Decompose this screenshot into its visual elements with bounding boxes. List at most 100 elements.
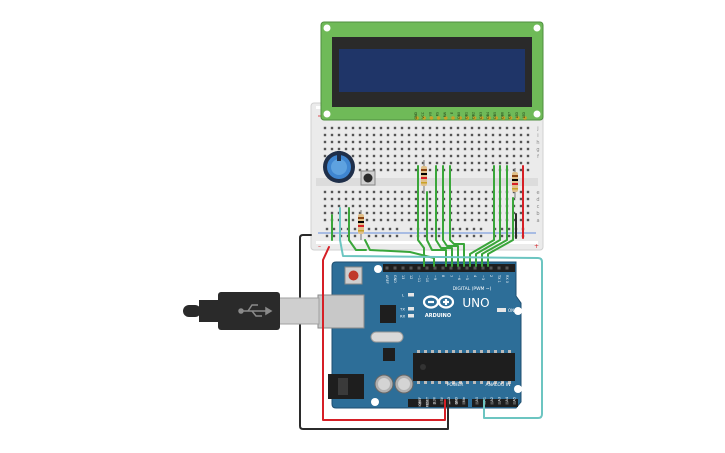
chip-pin [424,350,427,353]
breadboard-hole [456,161,460,165]
lcd-pin-label: DB6 [500,112,504,119]
lcd-pin-label: DB1 [464,112,468,119]
digital-pin [505,266,509,270]
push-button[interactable] [360,170,376,186]
breadboard-hole [344,190,348,194]
breadboard-hole [344,126,348,130]
breadboard-hole [498,147,502,151]
breadboard-hole [526,168,530,172]
lcd-pin [422,116,427,120]
breadboard-rail-hole [458,234,462,238]
breadboard-hole [505,126,509,130]
breadboard-hole [512,126,516,130]
breadboard-hole [372,126,376,130]
breadboard-hole [393,133,397,137]
reset-button[interactable] [344,266,363,285]
chip-pin [417,381,420,384]
breadboard-hole [407,140,411,144]
arduino-uno-board[interactable]: ARDUINO UNO DIGITAL (PWM ~) POWER ANALOG… [317,261,522,409]
usb-strain-relief [199,300,220,322]
usb-cable-end [183,305,201,317]
breadboard-hole [526,147,530,151]
breadboard-hole [470,161,474,165]
potentiometer[interactable] [323,151,355,183]
breadboard-hole [414,204,418,208]
breadboard-rail-hole [332,227,336,231]
resistor-1[interactable] [421,160,427,194]
breadboard-hole [519,161,523,165]
digital-pin [417,266,421,270]
breadboard-hole [358,168,362,172]
usb-chip [380,305,396,323]
breadboard-hole [337,190,341,194]
breadboard-hole [484,204,488,208]
breadboard-rail-hole [472,234,476,238]
breadboard-rail-hole [451,234,455,238]
analog-pin [498,401,501,405]
lcd-mount-hole [533,110,541,118]
breadboard-hole [372,190,376,194]
breadboard-hole [365,154,369,158]
breadboard-hole [365,168,369,172]
usb-cable [183,292,320,330]
breadboard-hole [337,126,341,130]
breadboard-hole [526,126,530,130]
breadboard-rail-hole [395,227,399,231]
power-pin [447,401,451,405]
breadboard-hole [372,211,376,215]
breadboard-hole [477,197,481,201]
breadboard-rail-hole [423,234,427,238]
breadboard-hole [344,218,348,222]
usb-b-port[interactable] [317,294,365,329]
breadboard-hole [519,190,523,194]
breadboard-rail-hole [367,234,371,238]
breadboard-hole [365,133,369,137]
breadboard-rail-hole [353,227,357,231]
breadboard-hole [386,218,390,222]
breadboard-hole [351,154,355,158]
lcd-pin [487,116,491,120]
breadboard-hole [358,154,362,158]
breadboard-hole [365,161,369,165]
digital-pin [401,266,405,270]
breadboard-hole [449,126,453,130]
analog-pin [505,401,509,405]
chip-pin [480,350,483,353]
lcd-mount-hole [533,24,541,32]
power-header-strip [408,399,468,407]
resistor-2[interactable] [512,168,518,198]
breadboard-hole [519,147,523,151]
breadboard-rail-hole [430,227,434,231]
breadboard-hole [358,133,362,137]
breadboard-hole [323,211,327,215]
breadboard-hole [477,133,481,137]
breadboard-hole [358,211,362,215]
breadboard-hole [484,126,488,130]
breadboard-hole [498,133,502,137]
breadboard-hole [428,197,432,201]
breadboard-hole [344,133,348,137]
power-pin [455,401,458,405]
breadboard-hole [386,204,390,208]
breadboard-hole [491,133,495,137]
lcd-pin [444,116,448,120]
digital-pin [425,266,429,270]
breadboard-hole [456,154,460,158]
digital-pin-label: ~3 [481,275,485,280]
resistor-3[interactable] [358,210,364,240]
breadboard-hole [323,154,327,158]
breadboard-hole [442,133,446,137]
breadboard-hole [414,154,418,158]
breadboard-rail-hole [437,227,441,231]
analog-pin-label: A5 [513,397,517,401]
crystal-oscillator [370,331,404,343]
breadboard-hole [484,133,488,137]
breadboard-hole [463,154,467,158]
regulator-chip [383,348,395,361]
digital-signal-wires [348,165,514,267]
chip-pin [431,350,434,353]
breadboard-hole [351,197,355,201]
breadboard-hole [491,126,495,130]
